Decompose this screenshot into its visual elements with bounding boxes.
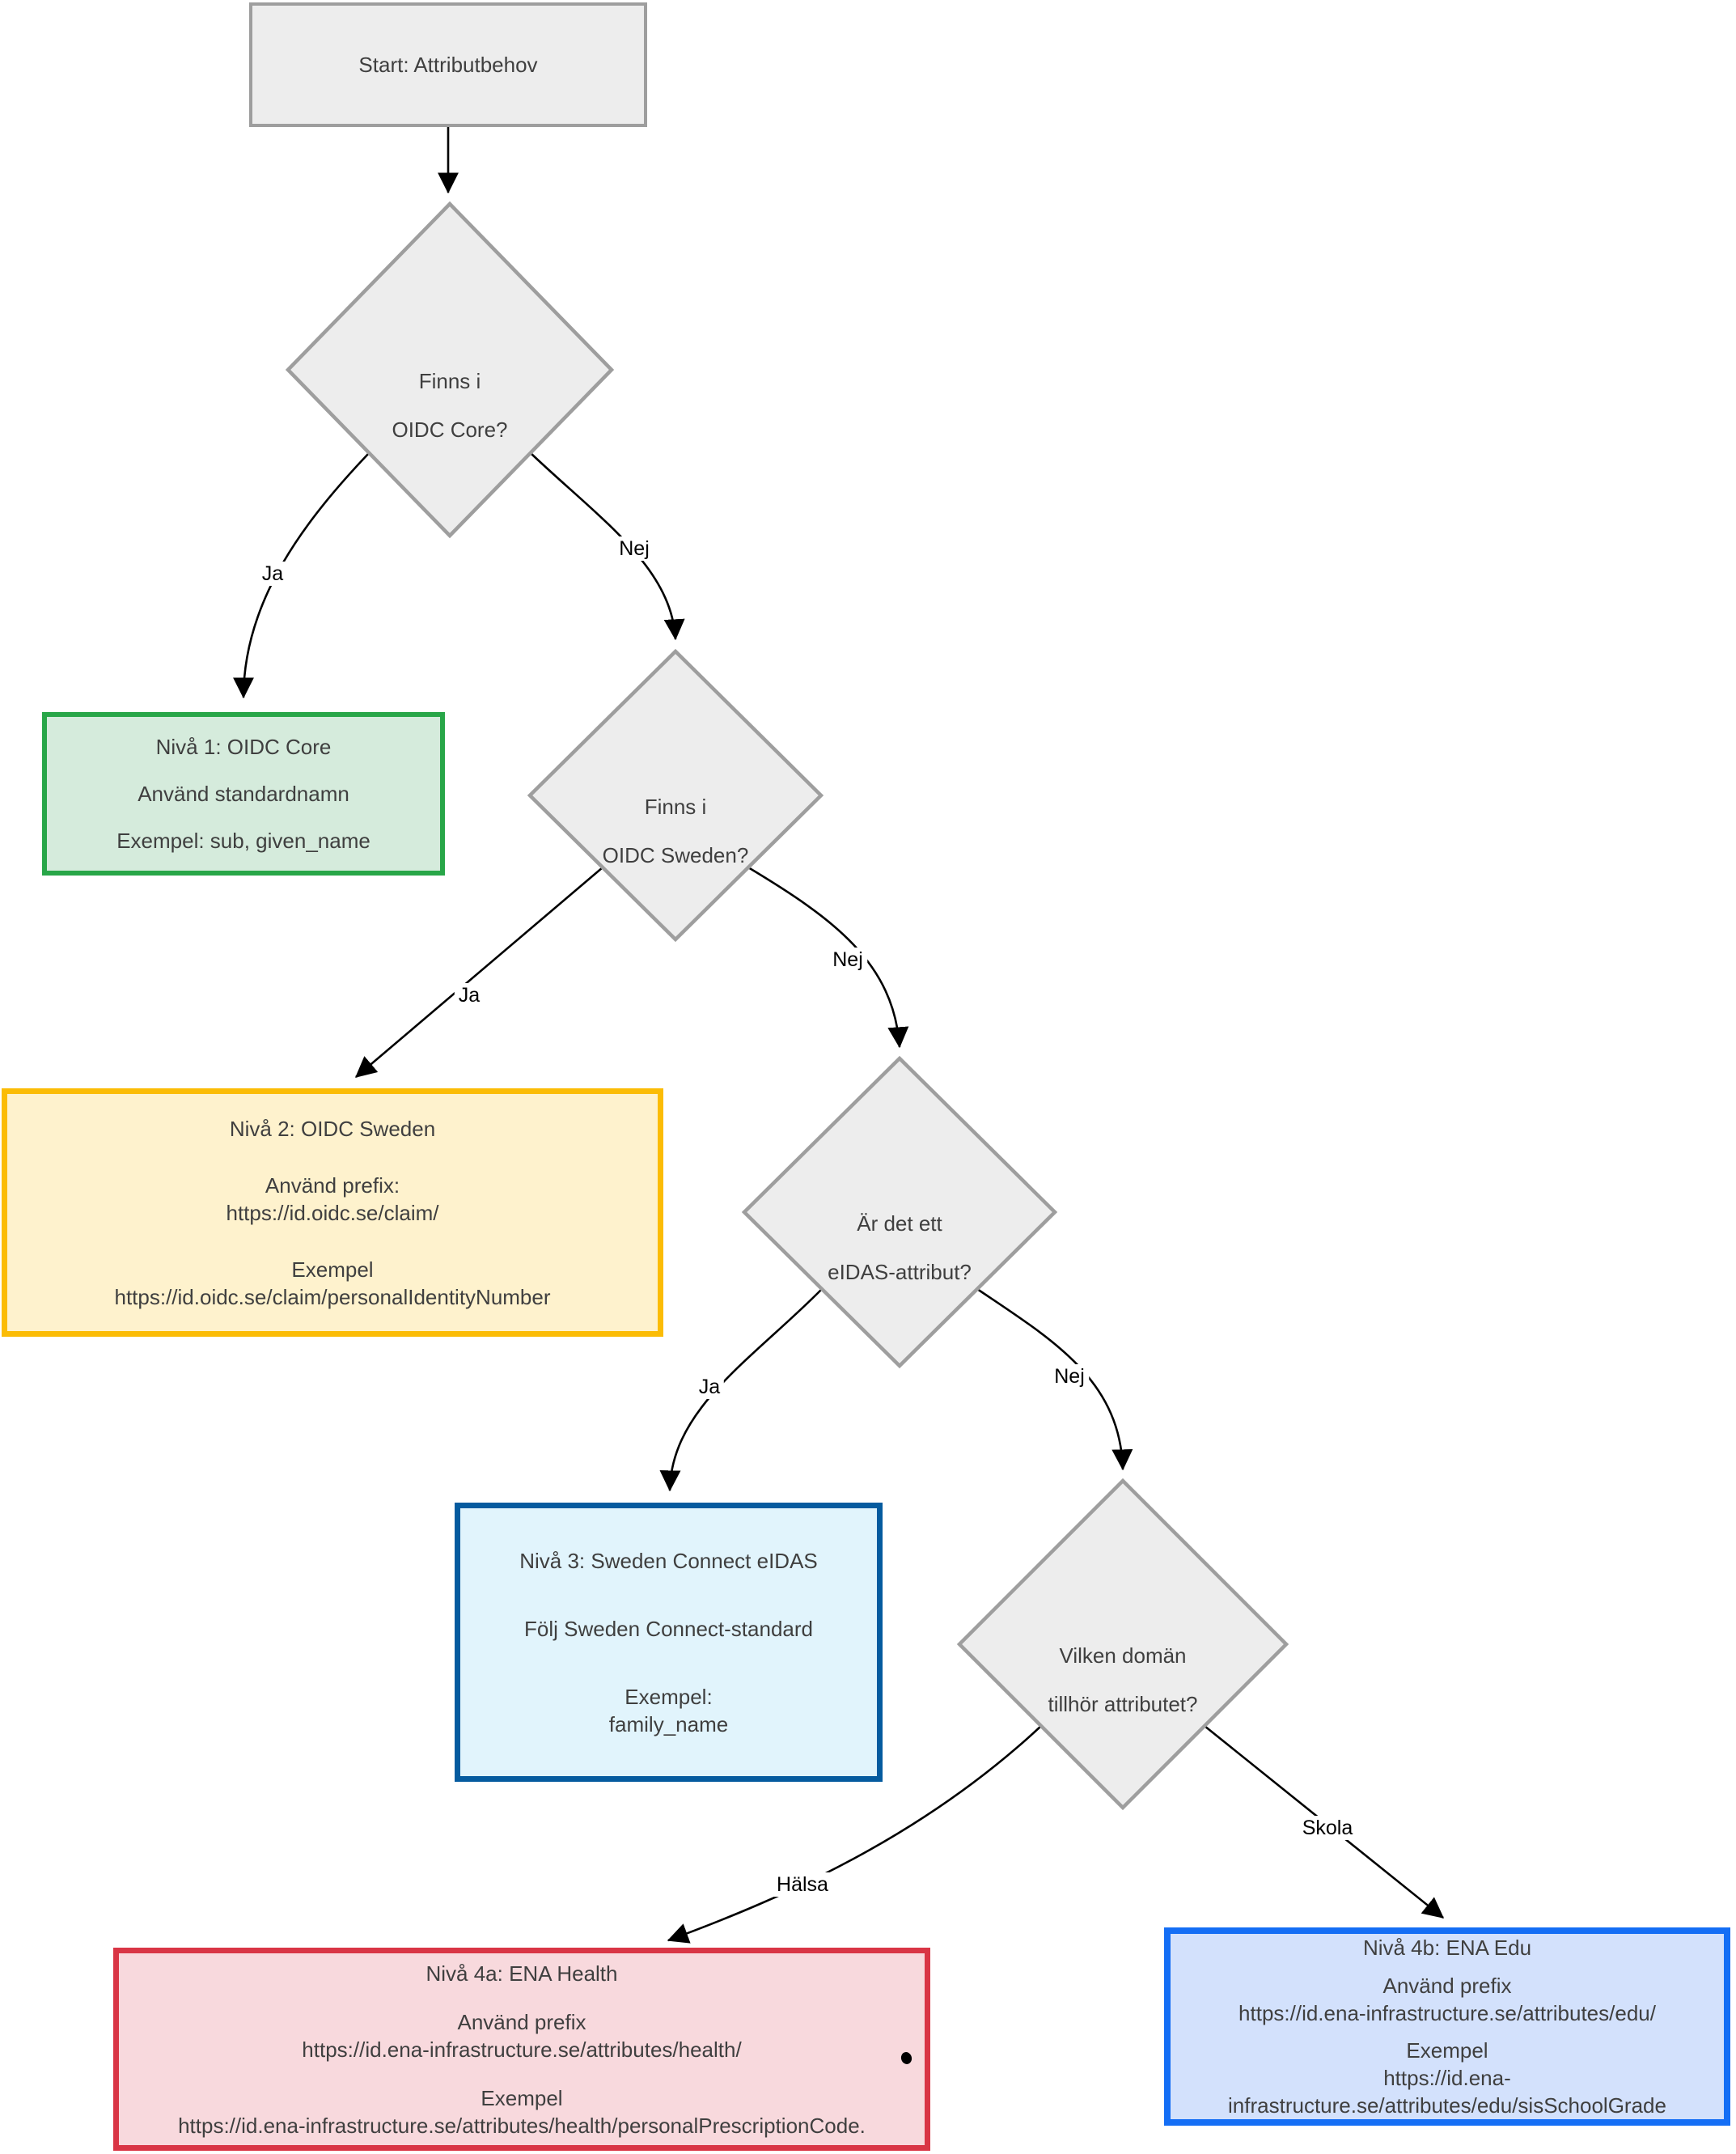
decision-domain-label: Vilken domän tillhör attributet?: [1048, 1643, 1198, 1716]
level4b-title: Nivå 4b: ENA Edu: [1362, 1936, 1532, 1960]
level4a-example-url: https://id.ena-infrastructure.se/attribu…: [178, 2113, 866, 2138]
level2-prefix-url: https://id.oidc.se/claim/: [226, 1200, 439, 1225]
level3-example-url: family_name: [608, 1711, 729, 1736]
edge-label-core-no: Nej: [615, 536, 654, 561]
spacer: [119, 1987, 925, 2008]
spacer: [7, 1227, 658, 1256]
decision-eidas-shape: [741, 1055, 1058, 1369]
level4a-prefix-label: Använd prefix: [457, 2009, 586, 2034]
edge-sweden-yes: [355, 867, 603, 1078]
edge-label-eidas-no: Nej: [1050, 1364, 1089, 1389]
edge-eidas-yes: [659, 1288, 823, 1492]
decision-oidc-sweden-label: Finns i OIDC Sweden?: [602, 795, 749, 867]
edge-domain-health: [667, 1725, 1042, 1944]
spacer: [119, 2063, 925, 2084]
level2-oidc-sweden-node: Nivå 2: OIDC Sweden Använd prefix: https…: [2, 1088, 663, 1337]
level2-title: Nivå 2: OIDC Sweden: [229, 1116, 436, 1141]
edge-sweden-no: [747, 866, 909, 1049]
decision-domain-shape: [956, 1478, 1289, 1811]
decision-oidc-core-label: Finns i OIDC Core?: [392, 369, 508, 442]
level4b-example-label: Exempel: [1406, 2038, 1488, 2063]
level2-prefix-label: Använd prefix:: [265, 1172, 400, 1198]
level4b-prefix-label: Använd prefix: [1382, 1973, 1512, 1998]
edge-label-sweden-no: Nej: [828, 948, 867, 972]
start-node: Start: Attributbehov: [249, 2, 647, 127]
level3-body: Följ Sweden Connect-standard: [524, 1616, 813, 1641]
edge-label-core-yes: Ja: [257, 562, 288, 586]
decision-oidc-sweden-shape: [527, 648, 824, 943]
spacer: [1171, 2027, 1724, 2037]
level3-example-label: Exempel:: [625, 1684, 713, 1709]
level4a-prefix-url: https://id.ena-infrastructure.se/attribu…: [302, 2037, 742, 2062]
level4a-example-label: Exempel: [481, 2085, 563, 2110]
level4b-ena-edu-node: Nivå 4b: ENA Edu Använd prefix https://i…: [1164, 1927, 1730, 2126]
edge-label-sweden-yes: Ja: [454, 983, 485, 1007]
level1-oidc-core-node: Nivå 1: OIDC Core Använd standardnamn Ex…: [42, 712, 445, 876]
level4b-prefix-url: https://id.ena-infrastructure.se/attribu…: [1238, 2000, 1656, 2025]
spacer: [47, 761, 440, 780]
start-node-label: Start: Attributbehov: [358, 53, 538, 77]
level1-title: Nivå 1: OIDC Core: [155, 735, 332, 759]
level1-example: Exempel: sub, given_name: [116, 829, 370, 853]
spacer: [460, 1643, 877, 1683]
level4a-ena-health-node: Nivå 4a: ENA Health Använd prefix https:…: [113, 1948, 930, 2151]
edge-label-eidas-yes: Ja: [694, 1375, 725, 1399]
spacer: [47, 808, 440, 827]
edge-core-no: [530, 452, 685, 641]
level3-sweden-connect-node: Nivå 3: Sweden Connect eIDAS Följ Sweden…: [455, 1503, 883, 1782]
edge-label-domain-school: Skola: [1298, 1816, 1357, 1840]
level4a-title: Nivå 4a: ENA Health: [426, 1961, 618, 1986]
level3-title: Nivå 3: Sweden Connect eIDAS: [519, 1548, 818, 1573]
edge-label-domain-health: Hälsa: [773, 1872, 832, 1897]
level2-example-url: https://id.oidc.se/claim/personalIdentit…: [114, 1284, 551, 1309]
level4b-example-url: https://id.ena-infrastructure.se/attribu…: [1228, 2066, 1666, 2118]
spacer: [1171, 1961, 1724, 1972]
level2-example-label: Exempel: [291, 1257, 374, 1282]
spacer: [460, 1575, 877, 1615]
level1-body: Använd standardnamn: [138, 782, 349, 806]
decision-oidc-core-shape: [285, 201, 615, 539]
decision-eidas-label: Är det ett eIDAS-attribut?: [828, 1211, 972, 1284]
spacer: [7, 1143, 658, 1172]
